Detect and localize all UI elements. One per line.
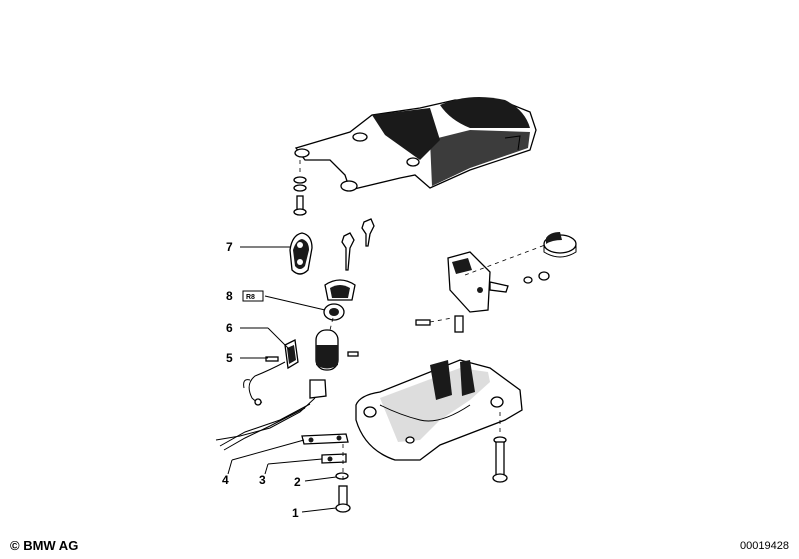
callout-8-badge: R8	[246, 294, 255, 301]
callout-8: 8	[226, 289, 233, 303]
part-7-cover-plate	[289, 232, 313, 275]
cover-screw-assembly	[293, 160, 307, 216]
callout-4: 4	[222, 473, 229, 487]
callout-1: 1	[292, 506, 299, 520]
part-6-switch	[243, 339, 299, 406]
ignition-lock-cylinder	[323, 279, 356, 321]
part-4-bracket	[301, 433, 349, 445]
long-bolt	[492, 412, 508, 483]
part-5-screw	[265, 356, 279, 362]
part-2-washer	[335, 472, 349, 480]
callout-8-badge-box	[242, 290, 264, 302]
mounting-bracket	[415, 244, 550, 333]
keys	[341, 218, 375, 271]
diagram-number: 00019428	[740, 540, 789, 552]
collar-ring	[543, 232, 577, 258]
part-3-clip	[321, 453, 347, 464]
callout-5: 5	[226, 351, 233, 365]
starter-switch	[215, 317, 359, 451]
upper-column-cover	[294, 96, 537, 192]
callout-2: 2	[294, 475, 301, 489]
callout-leaders	[227, 246, 337, 513]
callout-6: 6	[226, 321, 233, 335]
copyright-notice: © BMW AG	[10, 538, 79, 553]
callout-3: 3	[259, 473, 266, 487]
callout-7: 7	[226, 240, 233, 254]
lower-column-cover	[355, 359, 523, 461]
